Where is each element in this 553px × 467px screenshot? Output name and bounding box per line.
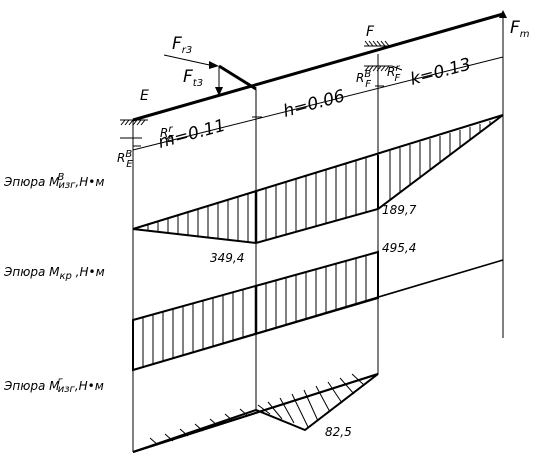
rrf-arrow (391, 65, 403, 71)
vertical-guides (132, 14, 504, 452)
dimension-ticks (133, 85, 384, 147)
dim-m-label: m=0.11 (156, 116, 227, 153)
title-torque: Эпюра Mкр ,H•м (3, 265, 105, 282)
label-fr3: Fr3 (172, 34, 192, 56)
shaft-axis (132, 12, 504, 122)
value-189-7: 189,7 (382, 203, 417, 217)
fr3-arrowhead (209, 61, 219, 69)
value-495-4: 495,4 (382, 241, 416, 255)
bending-vertical-diagram (132, 114, 504, 245)
label-e: E (140, 88, 149, 104)
dimension-line (132, 56, 504, 151)
gear-arm (218, 64, 257, 91)
value-82-5: 82,5 (325, 425, 352, 439)
label-fm: Fm (510, 18, 530, 40)
fr3-arrow (163, 54, 215, 67)
dim-k-label: k=0.13 (408, 54, 473, 89)
bending-horizontal-diagram (132, 373, 379, 453)
label-f: F (366, 24, 375, 40)
dim-h-label: h=0.06 (281, 86, 347, 122)
support-hatching (120, 40, 390, 126)
ft3-arrowhead (215, 87, 223, 96)
torque-diagram (132, 250, 504, 372)
torque-area (132, 250, 379, 372)
label-ft3: Ft3 (183, 67, 203, 89)
value-349-4: 349,4 (210, 251, 244, 265)
